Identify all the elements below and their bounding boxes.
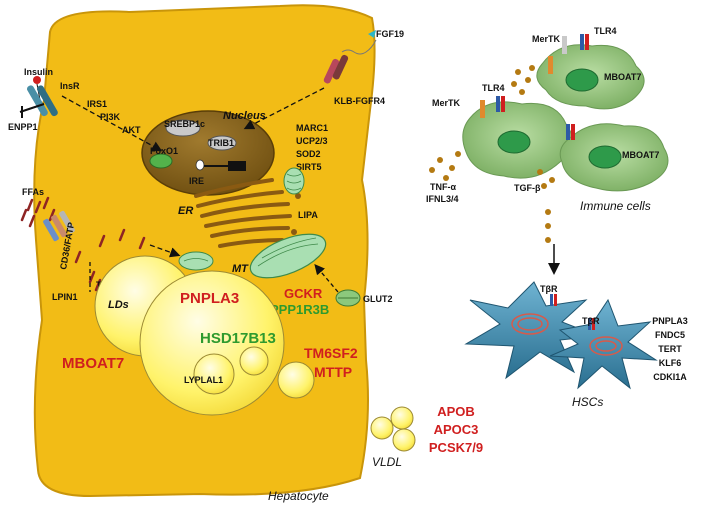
vldl-particles	[370, 406, 416, 452]
pi3k-label: PI3K	[100, 112, 121, 122]
mt-label: MT	[232, 263, 249, 275]
tbr-right-label: TβR	[582, 316, 600, 326]
tlr4-left-label: TLR4	[482, 83, 505, 93]
srebp-label: SREBP1c	[164, 119, 205, 129]
mitochondrion-small-top	[283, 167, 305, 195]
glut2-label: GLUT2	[363, 294, 393, 304]
hsc-cell-right	[549, 298, 658, 390]
hsc-gene-2: TERT	[658, 344, 682, 354]
mito-gene-1: UCP2/3	[296, 136, 328, 146]
nucleus	[141, 110, 275, 196]
mertk-top-label: MerTK	[532, 34, 561, 44]
lipa-label: LIPA	[298, 210, 318, 220]
foxo-label: FoxO1	[150, 146, 178, 156]
mito-gene-3: SIRT5	[296, 162, 322, 172]
hepatic-stellate-cells	[464, 281, 658, 390]
tlr4-top-label: TLR4	[594, 26, 617, 36]
pnpla3-label: PNPLA3	[180, 290, 239, 307]
hsd17b13-label: HSD17B13	[200, 330, 276, 347]
lyplal1-label: LYPLAL1	[184, 375, 223, 385]
mito-gene-0: MARC1	[296, 123, 328, 133]
mboat7-immune-right: MBOAT7	[622, 150, 659, 160]
ire-label: IRE	[189, 176, 204, 186]
fgf19-label: FGF19	[376, 29, 404, 39]
mboat7-immune-top: MBOAT7	[604, 72, 641, 82]
vldl-gene-1: APOC3	[434, 422, 479, 437]
mertk-left-label: MerTK	[432, 98, 461, 108]
immune-caption: Immune cells	[580, 199, 651, 213]
mitochondrion-small-left	[178, 251, 214, 271]
hsc-gene-1: FNDC5	[655, 330, 685, 340]
mito-gene-2: SOD2	[296, 149, 321, 159]
glut2-transporter	[314, 264, 361, 307]
insr-label: InsR	[60, 81, 80, 91]
cd36-transporter	[43, 210, 181, 292]
hsc-gene-3: KLF6	[659, 358, 682, 368]
hepatocyte-caption: Hepatocyte	[268, 489, 329, 503]
ffa-molecules	[20, 196, 146, 292]
nucleus-title: Nucleus	[223, 110, 266, 122]
trib-label: TRIB1	[208, 138, 234, 148]
ifnl-label: IFNL3/4	[426, 194, 459, 204]
vldl-gene-0: APOB	[437, 404, 475, 419]
ppp1r3b-label: PPP1R3B	[270, 302, 329, 317]
hsc-caption: HSCs	[572, 395, 603, 409]
akt-label: AKT	[122, 125, 141, 135]
vldl-label: VLDL	[372, 455, 402, 469]
cytokine-dots	[429, 65, 555, 243]
irs1-label: IRS1	[87, 99, 107, 109]
klb-fgfr4-label: KLB-FGFR4	[334, 96, 385, 106]
mttp-label: MTTP	[314, 364, 352, 380]
ffas-label: FFAs	[22, 187, 44, 197]
lipid-droplets	[94, 255, 315, 416]
er-label: ER	[178, 205, 193, 217]
fgf-receptor	[243, 30, 377, 130]
lds-label: LDs	[108, 299, 129, 311]
insulin-label: Insulin	[24, 67, 53, 77]
hsc-gene-0: PNPLA3	[652, 316, 688, 326]
vldl-gene-2: PCSK7/9	[429, 440, 483, 455]
tgfb-label: TGF-β	[514, 183, 541, 193]
immune-cells	[462, 34, 669, 192]
insulin-receptor	[19, 76, 163, 152]
tnf-label: TNF-α	[430, 182, 456, 192]
tbr-left-label: TβR	[540, 284, 558, 294]
mitochondrion-large	[249, 233, 327, 279]
mboat7-label: MBOAT7	[62, 355, 124, 372]
enpp1-label: ENPP1	[8, 122, 38, 132]
hsc-gene-4: CDKI1A	[653, 372, 687, 382]
endoplasmic-reticulum	[194, 178, 301, 248]
gckr-label: GCKR	[284, 286, 323, 301]
tm6sf2-label: TM6SF2	[304, 345, 358, 361]
lpin1-label: LPIN1	[52, 292, 78, 302]
